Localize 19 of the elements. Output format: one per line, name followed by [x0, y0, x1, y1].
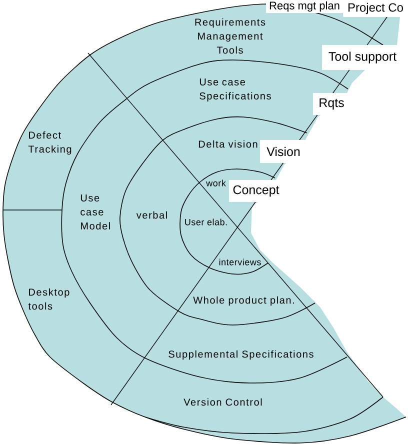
segment-label: Use case Model	[80, 194, 110, 230]
segment-label: Use case Specifications	[200, 78, 271, 102]
segment-label: Version Control	[184, 398, 262, 406]
label-box: Tool support	[322, 45, 403, 70]
label-box: Rqts	[313, 93, 350, 115]
segment-label: User elab.	[185, 218, 227, 226]
label-box: Vision	[260, 140, 307, 163]
segment-label: Desktop tools	[28, 288, 70, 310]
segment-label: Supplemental Specifications	[168, 350, 314, 360]
segment-label: Defect Tracking	[28, 131, 72, 155]
segment-label: interviews	[219, 258, 261, 266]
label-box: Project Co	[343, 0, 408, 17]
segment-label: work	[206, 180, 226, 186]
segment-label: Delta vision	[198, 140, 258, 148]
segment-label: verbal	[136, 211, 167, 219]
segment-label: Requirements Management Tools	[195, 18, 266, 54]
label-box: Concept	[229, 180, 283, 202]
label-box: Reqs mgt plan	[266, 0, 343, 13]
segment-label: Whole product plan.	[193, 296, 294, 306]
